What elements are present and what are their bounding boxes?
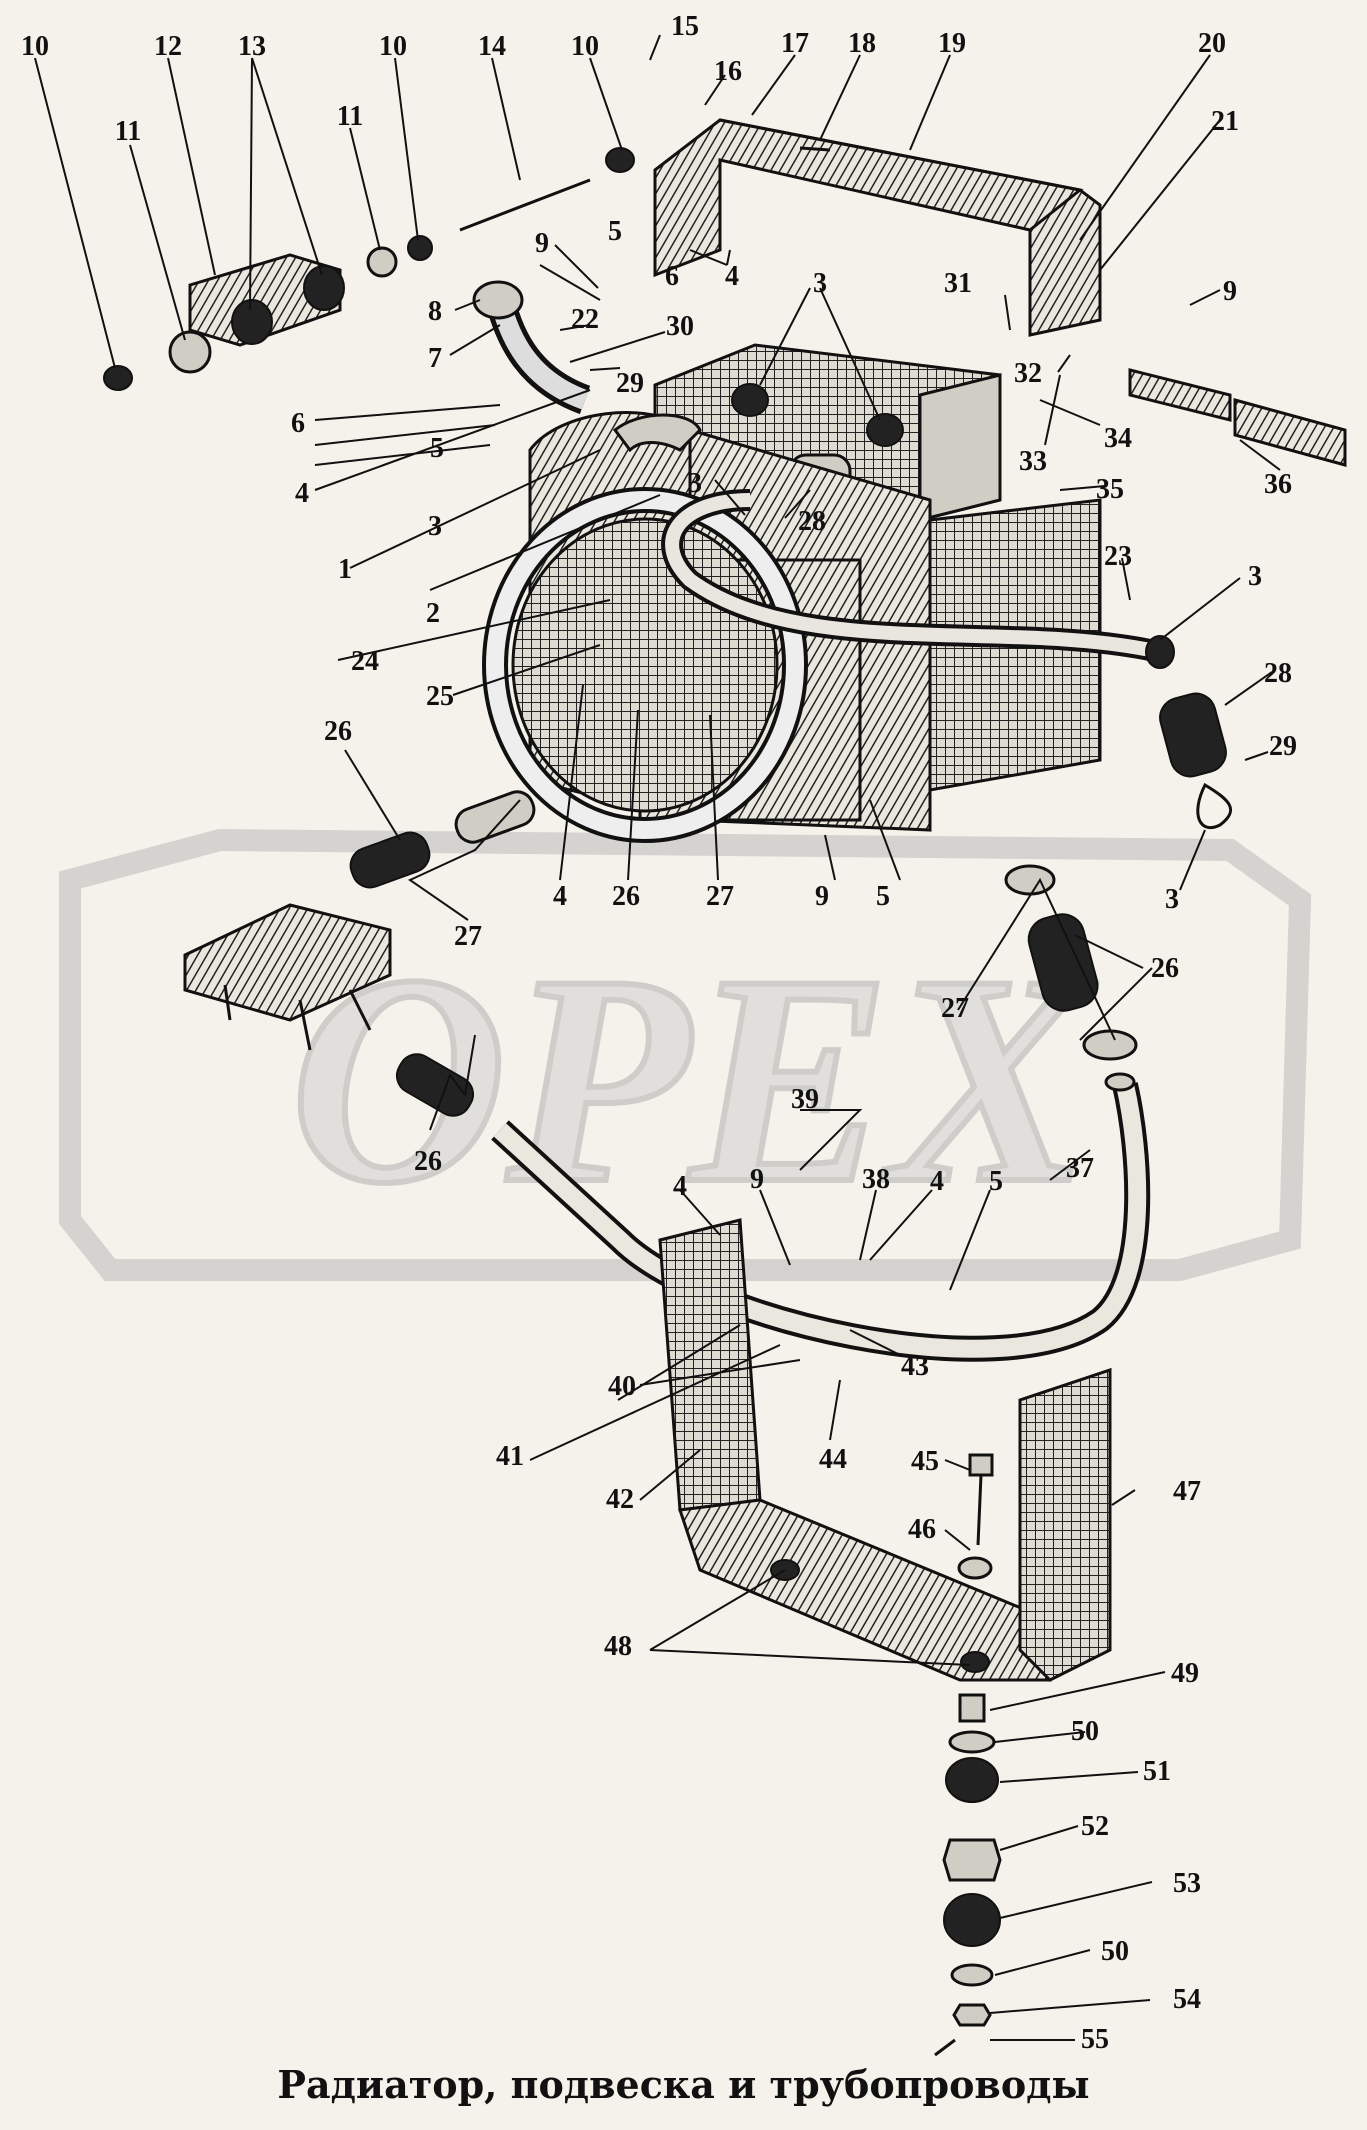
callout-4: 4 <box>725 261 739 292</box>
callout-24: 24 <box>351 646 379 677</box>
callout-1: 1 <box>338 554 352 585</box>
callout-labels: 10 11 12 13 11 10 14 10 15 16 17 18 19 2… <box>21 11 1297 2055</box>
callout-48: 48 <box>604 1631 632 1662</box>
callout-53: 53 <box>1173 1868 1201 1899</box>
callout-47: 47 <box>1173 1476 1201 1507</box>
callout-10: 10 <box>571 31 599 62</box>
callout-26: 26 <box>612 881 640 912</box>
callout-9: 9 <box>750 1164 764 1195</box>
diagram-title: Радиатор, подвеска и трубопроводы <box>277 2062 1090 2107</box>
callout-37: 37 <box>1066 1153 1094 1184</box>
callout-5: 5 <box>430 433 444 464</box>
callout-3: 3 <box>428 511 442 542</box>
callout-6: 6 <box>665 261 679 292</box>
callout-18: 18 <box>848 28 876 59</box>
callout-7: 7 <box>428 343 442 374</box>
mount-stack <box>934 1693 1002 2057</box>
callout-9: 9 <box>815 881 829 912</box>
callout-55: 55 <box>1081 2024 1109 2055</box>
left-hoses <box>349 790 536 1117</box>
callout-40: 40 <box>608 1371 636 1402</box>
callout-50: 50 <box>1101 1936 1129 1967</box>
callout-46: 46 <box>908 1514 936 1545</box>
callout-16: 16 <box>714 56 742 87</box>
callout-19: 19 <box>938 28 966 59</box>
callout-25: 25 <box>426 681 454 712</box>
callout-23: 23 <box>1104 541 1132 572</box>
leader-lines <box>34 34 1281 2041</box>
callout-29: 29 <box>1269 731 1297 762</box>
callout-3: 3 <box>1248 561 1262 592</box>
callout-20: 20 <box>1198 28 1226 59</box>
callout-26: 26 <box>414 1146 442 1177</box>
callout-49: 49 <box>1171 1658 1199 1689</box>
callout-3: 3 <box>688 468 702 499</box>
callout-13: 13 <box>238 31 266 62</box>
callout-15: 15 <box>671 11 699 42</box>
callout-44: 44 <box>819 1444 847 1475</box>
callout-31: 31 <box>944 268 972 299</box>
callout-9: 9 <box>1223 276 1237 307</box>
callout-12: 12 <box>154 31 182 62</box>
callout-38: 38 <box>862 1164 890 1195</box>
top-bracket <box>653 118 1102 337</box>
callout-22: 22 <box>571 304 599 335</box>
callout-5: 5 <box>876 881 890 912</box>
callout-3: 3 <box>813 268 827 299</box>
callout-21: 21 <box>1211 106 1239 137</box>
callout-11: 11 <box>337 101 363 132</box>
callout-39: 39 <box>791 1084 819 1115</box>
bolt-45 <box>957 1453 994 1580</box>
callout-33: 33 <box>1019 446 1047 477</box>
callout-42: 42 <box>606 1484 634 1515</box>
callout-27: 27 <box>454 921 482 952</box>
callout-28: 28 <box>1264 658 1292 689</box>
callout-34: 34 <box>1104 423 1132 454</box>
callout-43: 43 <box>901 1351 929 1382</box>
callout-3: 3 <box>1165 884 1179 915</box>
callout-6: 6 <box>291 408 305 439</box>
right-hose-clamp <box>1159 692 1233 829</box>
callout-29: 29 <box>616 368 644 399</box>
callout-14: 14 <box>478 31 506 62</box>
callout-11: 11 <box>115 116 141 147</box>
callout-54: 54 <box>1173 1984 1201 2015</box>
callout-17: 17 <box>781 28 809 59</box>
callout-10: 10 <box>379 31 407 62</box>
callout-28: 28 <box>798 506 826 537</box>
oil-cooler <box>183 903 392 1051</box>
right-straps <box>1128 368 1347 467</box>
lower-support-frame <box>658 1218 1112 1682</box>
callout-50: 50 <box>1071 1716 1099 1747</box>
left-mount-assembly <box>103 147 635 391</box>
callout-32: 32 <box>1014 358 1042 389</box>
callout-51: 51 <box>1143 1756 1171 1787</box>
callout-52: 52 <box>1081 1811 1109 1842</box>
callout-10: 10 <box>21 31 49 62</box>
callout-4: 4 <box>930 1166 944 1197</box>
callout-4: 4 <box>553 881 567 912</box>
callout-35: 35 <box>1096 474 1124 505</box>
callout-5: 5 <box>608 216 622 247</box>
right-top-hoses <box>1004 864 1138 1061</box>
callout-26: 26 <box>1151 953 1179 984</box>
callout-4: 4 <box>295 478 309 509</box>
callout-9: 9 <box>535 228 549 259</box>
callout-41: 41 <box>496 1441 524 1472</box>
callout-4: 4 <box>673 1171 687 1202</box>
callout-45: 45 <box>911 1446 939 1477</box>
callout-27: 27 <box>941 993 969 1024</box>
upper-hoses <box>472 280 1175 669</box>
callout-26: 26 <box>324 716 352 747</box>
callout-2: 2 <box>426 598 440 629</box>
callout-8: 8 <box>428 296 442 327</box>
callout-30: 30 <box>666 311 694 342</box>
callout-36: 36 <box>1264 469 1292 500</box>
callout-5: 5 <box>989 1166 1003 1197</box>
callout-27: 27 <box>706 881 734 912</box>
